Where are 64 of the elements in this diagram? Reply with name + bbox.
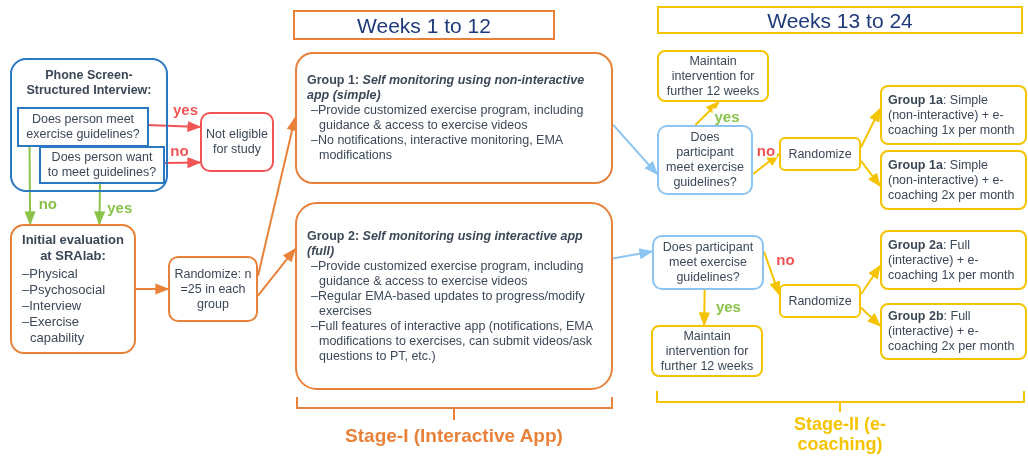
arrow bbox=[763, 250, 781, 296]
edge-label: yes bbox=[712, 108, 742, 123]
arrow bbox=[860, 159, 881, 188]
group-text: Group 2b: Full (interactive) + e-coaching 2x per month bbox=[888, 309, 1016, 354]
box-text: Maintain intervention for further 12 weeks bbox=[665, 53, 761, 99]
list-item: –Psychosocial bbox=[21, 282, 107, 298]
list-item: –Interview bbox=[21, 298, 83, 314]
box-heading: Initial evaluation at SRAlab: bbox=[21, 232, 125, 264]
arrow bbox=[612, 123, 658, 176]
week-header bbox=[657, 6, 1023, 34]
group-text: Group 1a: Simple (non-interactive) + e-coaching 1x per month bbox=[888, 92, 1016, 138]
list-item: –Full features of interactive app (notifications, EMA modifications to exercises, can submit videos/ask questions to PT, etc.) bbox=[310, 318, 594, 364]
group-box bbox=[880, 303, 1027, 360]
list-item: –Regular EMA-based updates to progress/modify exercises bbox=[310, 288, 586, 319]
arrow bbox=[860, 264, 881, 296]
randomize-box bbox=[779, 284, 861, 318]
box-text: Does person want to meet guidelines? bbox=[46, 150, 158, 180]
screening-panel bbox=[10, 58, 168, 192]
arrow bbox=[257, 247, 296, 297]
group-box bbox=[880, 230, 1027, 290]
box-text: Randomize bbox=[788, 293, 852, 309]
randomize-box bbox=[168, 256, 258, 322]
decision-box bbox=[652, 235, 764, 290]
group-text: Group 2a: Full (interactive) + e-coaching 1x per month bbox=[888, 237, 1016, 283]
list-item: –Provide customized exercise program, including guidance & access to exercise videos bbox=[310, 103, 585, 133]
group-box bbox=[880, 85, 1027, 145]
arrow bbox=[860, 306, 881, 327]
group-box bbox=[295, 52, 613, 184]
arrow bbox=[752, 153, 781, 175]
group-heading: Group 2: Self monitoring using interactive app (full) bbox=[307, 228, 584, 259]
list-item: –Provide customized exercise program, including guidance & access to exercise videos bbox=[310, 258, 585, 289]
arrow bbox=[612, 248, 654, 260]
decision-box bbox=[657, 125, 753, 195]
arrow bbox=[694, 101, 720, 126]
list-item: –Exercise capability bbox=[21, 314, 86, 346]
box-text: Does person meet exercise guidelines? bbox=[25, 112, 141, 142]
panel-title: Phone Screen-Structured Interview: bbox=[25, 68, 153, 98]
box-text: Randomize bbox=[788, 146, 852, 162]
stage-label: Stage-II (e-coaching) bbox=[793, 414, 887, 454]
group-box bbox=[295, 202, 613, 390]
header-text: Weeks 13 to 24 bbox=[767, 9, 913, 31]
header-text: Weeks 1 to 12 bbox=[357, 14, 491, 36]
group-text: Group 1a: Simple (non-interactive) + e-coaching 2x per month bbox=[888, 157, 1016, 203]
randomize-box bbox=[779, 137, 861, 171]
box-text: Not eligible for study bbox=[206, 127, 268, 157]
arrow bbox=[135, 283, 170, 295]
arrow bbox=[860, 107, 881, 149]
process-box bbox=[651, 325, 763, 377]
box-text: Does participant meet exercise guidelines? bbox=[665, 130, 745, 190]
outcome-box bbox=[200, 112, 274, 172]
evaluation-box bbox=[10, 224, 136, 354]
box-text: Maintain intervention for further 12 weeks bbox=[659, 328, 755, 374]
box-text: Randomize: n =25 in each group bbox=[174, 266, 252, 312]
question-box bbox=[17, 107, 149, 147]
box-text: Does participant meet exercise guidelines? bbox=[661, 240, 755, 285]
list-item: –Physical bbox=[21, 266, 79, 282]
question-box bbox=[39, 146, 165, 184]
group-heading: Group 1: Self monitoring using non-interactive app (simple) bbox=[307, 73, 586, 103]
process-box bbox=[657, 50, 769, 102]
list-item: –No notifications, interactive monitoring, EMA modifications bbox=[310, 133, 564, 163]
stage-label: Stage-I (Interactive App) bbox=[344, 424, 564, 448]
group-box bbox=[880, 150, 1027, 210]
week-header bbox=[293, 10, 555, 40]
arrow bbox=[698, 289, 710, 327]
